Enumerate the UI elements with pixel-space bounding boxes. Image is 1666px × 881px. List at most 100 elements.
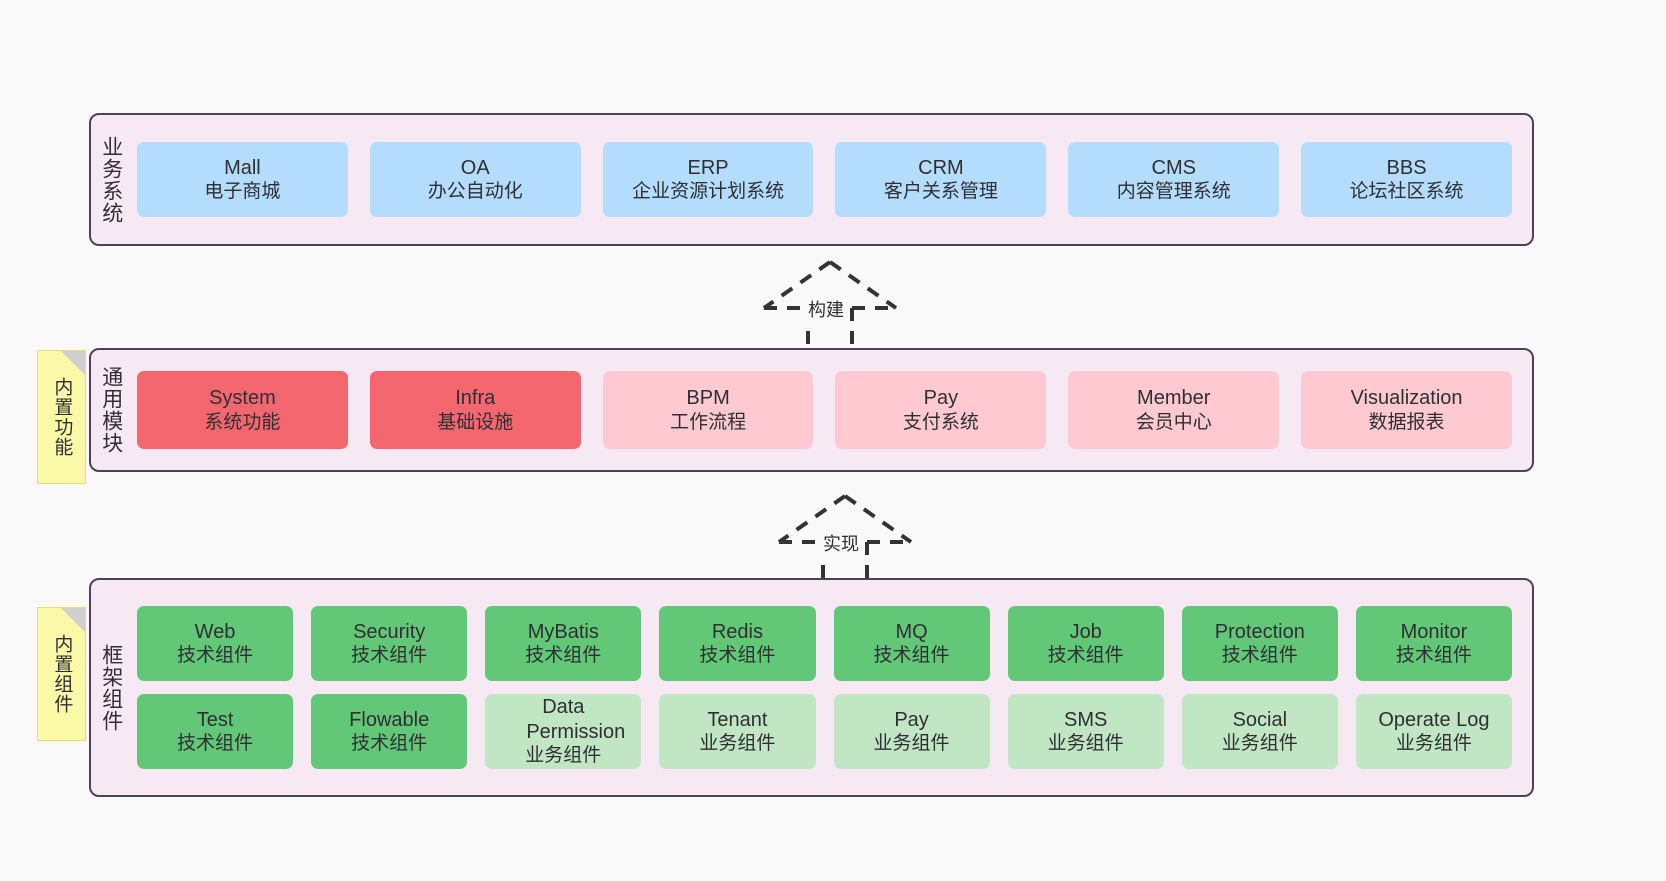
card-infra[interactable]: Infra 基础设施 bbox=[369, 371, 581, 449]
card-subtitle: 内容管理系统 bbox=[1116, 181, 1231, 203]
card-title: SMS bbox=[1064, 708, 1108, 731]
card-subtitle: 支付系统 bbox=[902, 411, 979, 433]
card-social[interactable]: Social 业务组件 bbox=[1181, 694, 1338, 769]
card-row: Web 技术组件 Security 技术组件 MyBatis 技术组件 Redi… bbox=[137, 606, 1512, 681]
card-tenant[interactable]: Tenant 业务组件 bbox=[659, 694, 816, 769]
card-title: CRM bbox=[918, 156, 964, 179]
card-subtitle: 办公自动化 bbox=[427, 181, 523, 203]
card-crm[interactable]: CRM 客户关系管理 bbox=[835, 142, 1047, 217]
card-subtitle: 技术组件 bbox=[351, 645, 428, 667]
card-title: Redis bbox=[711, 620, 763, 643]
card-member[interactable]: Member 会员中心 bbox=[1068, 371, 1280, 449]
card-title: Pay bbox=[894, 708, 929, 731]
card-title: Protection bbox=[1214, 620, 1305, 643]
card-pay-component[interactable]: Pay 业务组件 bbox=[833, 694, 990, 769]
layer-title-framework-components: 框架组件 bbox=[99, 643, 123, 732]
card-pay-module[interactable]: Pay 支付系统 bbox=[835, 371, 1047, 449]
layer-body-common-modules: System 系统功能 Infra 基础设施 BPM 工作流程 Pay 支付系统… bbox=[131, 350, 1532, 470]
card-protection[interactable]: Protection 技术组件 bbox=[1181, 606, 1338, 681]
card-mall[interactable]: Mall 电子商城 bbox=[137, 142, 348, 217]
card-subtitle: 技术组件 bbox=[177, 645, 254, 667]
layer-common-modules: 通用模块 System 系统功能 Infra 基础设施 BPM 工作流程 Pay… bbox=[89, 348, 1534, 472]
card-title: Flowable bbox=[349, 708, 430, 731]
card-cms[interactable]: CMS 内容管理系统 bbox=[1068, 142, 1280, 217]
card-subtitle: 技术组件 bbox=[1221, 645, 1298, 667]
card-title: BPM bbox=[686, 387, 730, 410]
card-data-permission[interactable]: Data Permission 业务组件 bbox=[485, 694, 642, 769]
card-security[interactable]: Security 技术组件 bbox=[311, 606, 468, 681]
connector-label-implement: 实现 bbox=[820, 530, 862, 556]
card-subtitle: 业务组件 bbox=[1221, 733, 1298, 755]
card-subtitle: 工作流程 bbox=[670, 411, 747, 433]
card-oa[interactable]: OA 办公自动化 bbox=[369, 142, 581, 217]
card-title: Security bbox=[353, 620, 426, 643]
connector-implement: 实现 bbox=[770, 492, 920, 580]
card-row: Test 技术组件 Flowable 技术组件 Data Permission … bbox=[137, 694, 1512, 769]
card-row: System 系统功能 Infra 基础设施 BPM 工作流程 Pay 支付系统… bbox=[137, 371, 1512, 449]
card-test[interactable]: Test 技术组件 bbox=[137, 694, 294, 769]
card-title: OA bbox=[460, 156, 490, 179]
note-label: 内置组件 bbox=[51, 634, 73, 714]
card-title: Member bbox=[1137, 387, 1211, 410]
card-title: Job bbox=[1069, 620, 1102, 643]
note-fold-icon bbox=[61, 351, 85, 375]
card-visualization[interactable]: Visualization 数据报表 bbox=[1301, 371, 1512, 449]
card-title: MyBatis bbox=[527, 620, 599, 643]
card-subtitle: 技术组件 bbox=[351, 733, 428, 755]
card-subtitle: 业务组件 bbox=[699, 733, 776, 755]
connector-build: 构建 bbox=[755, 258, 905, 350]
card-subtitle: 技术组件 bbox=[1047, 645, 1124, 667]
card-subtitle: 业务组件 bbox=[873, 733, 950, 755]
card-monitor[interactable]: Monitor 技术组件 bbox=[1355, 606, 1512, 681]
card-title: System bbox=[209, 387, 276, 410]
card-title: Web bbox=[194, 620, 236, 643]
card-subtitle: 技术组件 bbox=[699, 645, 776, 667]
card-title: Infra bbox=[455, 387, 496, 410]
card-subtitle: 技术组件 bbox=[1395, 645, 1472, 667]
card-subtitle: 技术组件 bbox=[177, 733, 254, 755]
card-flowable[interactable]: Flowable 技术组件 bbox=[311, 694, 468, 769]
card-operate-log[interactable]: Operate Log 业务组件 bbox=[1355, 694, 1512, 769]
note-builtin-component: 内置组件 bbox=[37, 607, 86, 741]
card-job[interactable]: Job 技术组件 bbox=[1007, 606, 1164, 681]
card-subtitle: 数据报表 bbox=[1368, 411, 1445, 433]
card-bpm[interactable]: BPM 工作流程 bbox=[602, 371, 814, 449]
card-redis[interactable]: Redis 技术组件 bbox=[659, 606, 816, 681]
card-title: BBS bbox=[1386, 156, 1427, 179]
card-erp[interactable]: ERP 企业资源计划系统 bbox=[602, 142, 814, 217]
note-builtin-function: 内置功能 bbox=[37, 350, 86, 484]
card-title: Data Permission bbox=[526, 696, 626, 743]
card-sms[interactable]: SMS 业务组件 bbox=[1007, 694, 1164, 769]
layer-body-business-systems: Mall 电子商城 OA 办公自动化 ERP 企业资源计划系统 CRM 客户关系… bbox=[131, 115, 1532, 244]
layer-framework-components: 框架组件 Web 技术组件 Security 技术组件 MyBatis 技术组件… bbox=[89, 578, 1534, 797]
card-subtitle: 业务组件 bbox=[1395, 733, 1472, 755]
layer-title-common-modules: 通用模块 bbox=[99, 366, 123, 454]
card-title: Test bbox=[196, 708, 234, 731]
card-title: Visualization bbox=[1350, 387, 1463, 410]
card-title: Social bbox=[1232, 708, 1288, 731]
card-mybatis[interactable]: MyBatis 技术组件 bbox=[485, 606, 642, 681]
card-title: CMS bbox=[1151, 156, 1196, 179]
card-subtitle: 技术组件 bbox=[525, 645, 602, 667]
card-system[interactable]: System 系统功能 bbox=[137, 371, 348, 449]
card-subtitle: 系统功能 bbox=[204, 411, 281, 433]
note-fold-icon bbox=[61, 608, 85, 632]
connector-label-build: 构建 bbox=[805, 296, 847, 322]
note-label: 内置功能 bbox=[51, 377, 73, 457]
card-subtitle: 电子商城 bbox=[204, 181, 281, 203]
card-subtitle: 企业资源计划系统 bbox=[632, 181, 785, 203]
card-subtitle: 会员中心 bbox=[1135, 411, 1212, 433]
card-subtitle: 论坛社区系统 bbox=[1349, 181, 1464, 203]
card-subtitle: 业务组件 bbox=[525, 745, 602, 767]
layer-body-framework-components: Web 技术组件 Security 技术组件 MyBatis 技术组件 Redi… bbox=[131, 580, 1532, 795]
card-subtitle: 业务组件 bbox=[1047, 733, 1124, 755]
card-title: Tenant bbox=[707, 708, 768, 731]
card-title: ERP bbox=[687, 156, 729, 179]
layer-business-systems: 业务系统 Mall 电子商城 OA 办公自动化 ERP 企业资源计划系统 CRM… bbox=[89, 113, 1534, 246]
layer-title-business-systems: 业务系统 bbox=[99, 135, 123, 224]
card-web[interactable]: Web 技术组件 bbox=[137, 606, 294, 681]
card-title: Operate Log bbox=[1378, 708, 1490, 731]
card-bbs[interactable]: BBS 论坛社区系统 bbox=[1301, 142, 1512, 217]
card-mq[interactable]: MQ 技术组件 bbox=[833, 606, 990, 681]
